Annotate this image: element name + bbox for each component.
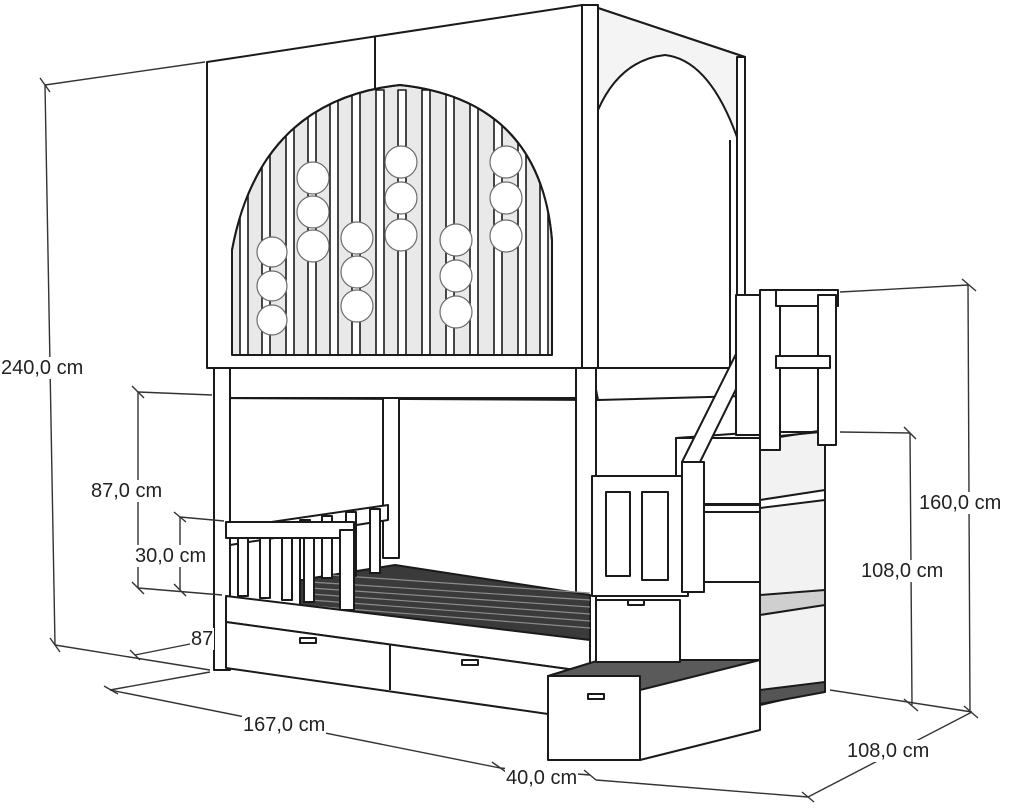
dimension-label-total-height: 240,0 cm: [0, 357, 85, 379]
dimension-label-bed-length: 167,0 cm: [242, 714, 327, 736]
dimension-label-stair-depth: 108,0 cm: [846, 740, 931, 762]
stair-front-gate: [591, 461, 705, 597]
upper-bed-beam: [213, 367, 746, 401]
dimension-label-stair-platform-height: 160,0 cm: [918, 492, 1003, 514]
stair-handrail: [681, 289, 839, 463]
dimension-label-stair-offset: 40,0 cm: [505, 767, 579, 789]
dimension-label-guard-rail-height: 30,0 cm: [134, 545, 208, 567]
front-guard-rail: [225, 521, 355, 611]
dimension-lines: [39, 61, 979, 803]
abacus-balls: [256, 145, 523, 336]
stair-side-shelves: [759, 429, 826, 706]
dimension-label-lower-rail-height: 87,0 cm: [90, 480, 164, 502]
arch-window: [231, 84, 553, 356]
dimension-label-stair-top-height: 108,0 cm: [860, 560, 945, 582]
canopy-side-panel: [581, 4, 746, 369]
dimension-label-lower-depth: 87: [190, 628, 215, 650]
